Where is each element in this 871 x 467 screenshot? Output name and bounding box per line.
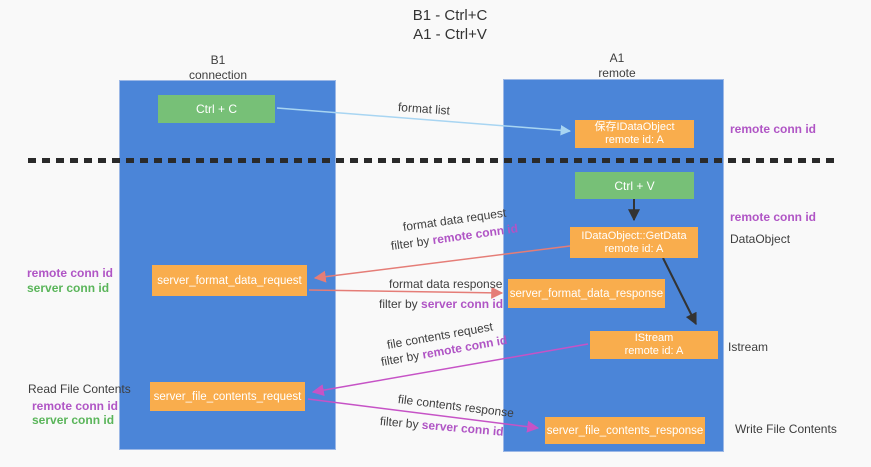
save-idataobject-line2: remote id: A (605, 134, 664, 146)
title-line-1: B1 - Ctrl+C (412, 7, 488, 24)
left-remote-conn-id-label-1: remote conn id (27, 266, 114, 280)
format-response-filter-label: filter by server conn id (379, 297, 503, 311)
ctrl-c-box: Ctrl + C (158, 95, 275, 123)
title-line-2: A1 - Ctrl+V (413, 26, 487, 43)
format-data-response-label: format data response (389, 277, 503, 291)
format-list-label: format list (397, 100, 451, 118)
left-conn-id-block: remote conn id server conn id (27, 266, 113, 296)
right-column-role: remote (598, 66, 636, 80)
right-column-name: A1 (609, 51, 625, 65)
server-format-data-response-box: server_format_data_response (508, 279, 665, 308)
save-idataobject-line1: 保存IDataObject (594, 121, 675, 133)
save-idataobject-box: 保存IDataObject remote id: A (575, 120, 694, 148)
filter-by-text: filter by (379, 297, 422, 311)
right-remote-conn-id-label-1: remote conn id (730, 122, 817, 136)
left-remote-conn-id-label-2: remote conn id (32, 399, 119, 413)
server-conn-id-text: server conn id (421, 297, 504, 311)
file-response-filter-label: filter by server conn id (379, 414, 504, 439)
server-conn-id-text: server conn id (421, 417, 505, 439)
left-server-conn-id-label-1: server conn id (27, 281, 110, 295)
filter-by-text: filter by (379, 414, 423, 432)
server-file-contents-request-box: server_file_contents_request (150, 382, 305, 411)
filter-by-text: filter by (390, 233, 434, 253)
write-file-contents-label: Write File Contents (735, 422, 837, 436)
istream-box: IStream remote id: A (590, 331, 718, 359)
ctrl-v-box: Ctrl + V (575, 172, 694, 199)
getdata-line2: remote id: A (604, 242, 664, 255)
dataobject-label: DataObject (730, 232, 791, 246)
left-server-conn-id-label-2: server conn id (32, 413, 115, 427)
left-column-header: B1 connection (158, 53, 278, 83)
getdata-line1: IDataObject::GetData (581, 229, 687, 242)
right-remote-conn-id-label-2: remote conn id (730, 210, 817, 224)
getdata-box: IDataObject::GetData remote id: A (570, 227, 698, 258)
server-format-data-request-box: server_format_data_request (152, 265, 307, 296)
istream-side-label: Istream (728, 340, 769, 354)
left-column-role: connection (188, 68, 248, 82)
server-file-contents-response-box: server_file_contents_response (545, 417, 705, 444)
filter-by-text: filter by (379, 347, 424, 369)
istream-line2: remote id: A (624, 345, 684, 357)
right-column-header: A1 remote (557, 51, 677, 81)
file-contents-response-label: file contents response (397, 392, 515, 421)
istream-line1: IStream (634, 332, 674, 344)
read-file-contents-label: Read File Contents (28, 382, 131, 396)
left-column-name: B1 (210, 53, 226, 67)
phase-divider-dashed-line (28, 158, 835, 163)
diagram-title: B1 - Ctrl+C A1 - Ctrl+V (330, 6, 570, 44)
